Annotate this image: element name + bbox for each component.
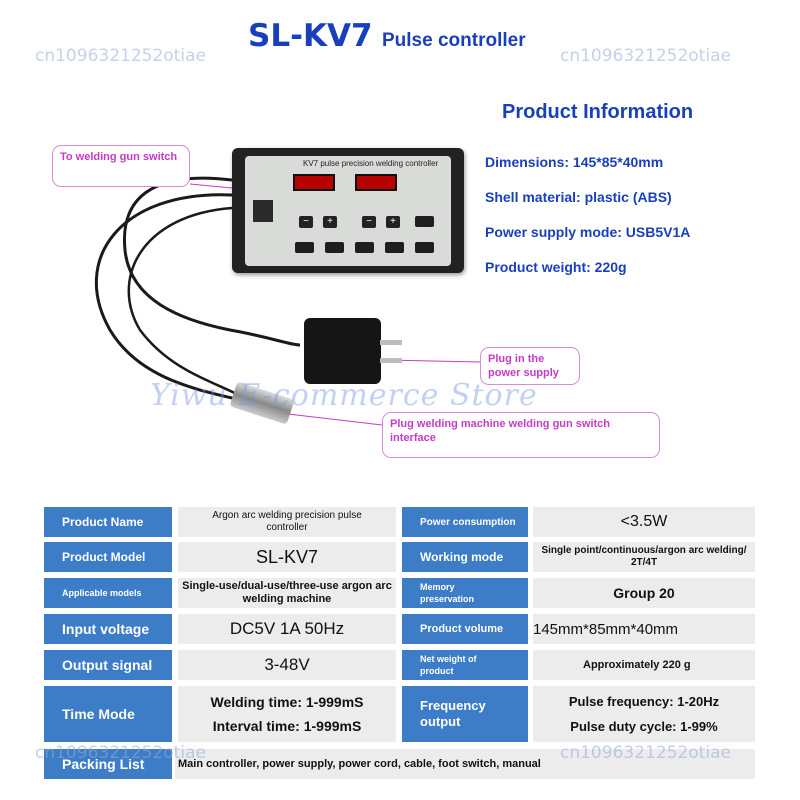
plus-key-left[interactable]: + [323, 216, 337, 228]
set-button[interactable] [415, 216, 434, 227]
spec-value-product-volume: 145mm*85mm*40mm [533, 614, 755, 644]
panel-text: KV7 pulse precision welding controller [303, 159, 439, 168]
plug-prong-bottom [380, 358, 402, 363]
power-adapter [304, 318, 402, 384]
spec-value-input-voltage: DC5V 1A 50Hz [178, 614, 396, 644]
spec-value-net-weight: Approximately 220 g [533, 650, 755, 680]
pulse-controller-device: KV7 pulse precision welding controller −… [232, 148, 464, 273]
pulse-frequency: Pulse frequency: 1-20Hz [568, 694, 720, 709]
minus-key-right[interactable]: − [362, 216, 376, 228]
mode-button-2[interactable] [325, 242, 344, 253]
product-info-heading: Product Information [502, 101, 694, 123]
watermark-top-right: cn1096321252otiae [560, 46, 731, 66]
spec-label-frequency-output: Frequency output [402, 686, 528, 742]
minus-key-left[interactable]: − [299, 216, 313, 228]
spec-value-time-mode: Welding time: 1-999mS Interval time: 1-9… [178, 686, 396, 742]
info-power-supply: Power supply mode: USB5V1A [485, 224, 691, 240]
mode-button-4[interactable] [385, 242, 404, 253]
spec-label-product-model: Product Model [44, 542, 172, 572]
spec-value-power-consumption: <3.5W [533, 507, 755, 537]
watermark-bottom-left: cn1096321252otiae [35, 743, 206, 763]
mode-button-3[interactable] [355, 242, 374, 253]
spec-value-product-name: Argon arc welding precision pulse contro… [178, 507, 396, 537]
mode-button-5[interactable] [415, 242, 434, 253]
watermark-bottom-right: cn1096321252otiae [560, 743, 731, 763]
interval-time: Interval time: 1-999mS [212, 718, 362, 734]
callout-gun-switch: To welding gun switch [52, 145, 190, 187]
spec-value-frequency-output: Pulse frequency: 1-20Hz Pulse duty cycle… [533, 686, 755, 742]
spec-label-working-mode: Working mode [402, 542, 528, 572]
spec-label-product-name: Product Name [44, 507, 172, 537]
welding-time: Welding time: 1-999mS [210, 694, 364, 710]
spec-label-input-voltage: Input voltage [44, 614, 172, 644]
watermark-center: Yiwu E-commerce Store [150, 378, 538, 413]
spec-value-working-mode: Single point/continuous/argon arc weldin… [533, 542, 755, 572]
display-left [293, 174, 335, 191]
spec-label-time-mode: Time Mode [44, 686, 172, 742]
info-shell-material: Shell material: plastic (ABS) [485, 189, 672, 205]
spec-label-net-weight: Net weight of product [402, 650, 528, 680]
spec-value-memory: Group 20 [533, 578, 755, 608]
plug-prong-top [380, 340, 402, 345]
callout-machine-plug: Plug welding machine welding gun switch … [382, 412, 660, 458]
watermark-top-left: cn1096321252otiae [35, 46, 206, 66]
spec-label-memory: Memory preservation [402, 578, 528, 608]
spec-label-product-volume: Product volume [402, 614, 528, 644]
brand-logo [253, 200, 273, 222]
spec-value-applicable-models: Single-use/dual-use/three-use argon arc … [178, 578, 396, 608]
spec-value-packing-list: Main controller, power supply, power cor… [175, 749, 755, 779]
display-right [355, 174, 397, 191]
product-title: SL-KV7 [248, 18, 373, 54]
info-dimensions: Dimensions: 145*85*40mm [485, 154, 664, 170]
spec-value-product-model: SL-KV7 [178, 542, 396, 572]
spec-label-power-consumption: Power consumption [402, 507, 528, 537]
callout-power-supply: Plug in the power supply [480, 347, 580, 385]
product-subtitle: Pulse controller [382, 30, 526, 51]
spec-label-output-signal: Output signal [44, 650, 172, 680]
info-weight: Product weight: 220g [485, 259, 627, 275]
pulse-duty-cycle: Pulse duty cycle: 1-99% [570, 719, 718, 734]
spec-value-output-signal: 3-48V [178, 650, 396, 680]
spec-label-packing-list: Packing List [44, 749, 172, 779]
control-panel: KV7 pulse precision welding controller −… [245, 156, 451, 266]
mode-button-1[interactable] [295, 242, 314, 253]
plus-key-right[interactable]: + [386, 216, 400, 228]
spec-label-applicable-models: Applicable models [44, 578, 172, 608]
